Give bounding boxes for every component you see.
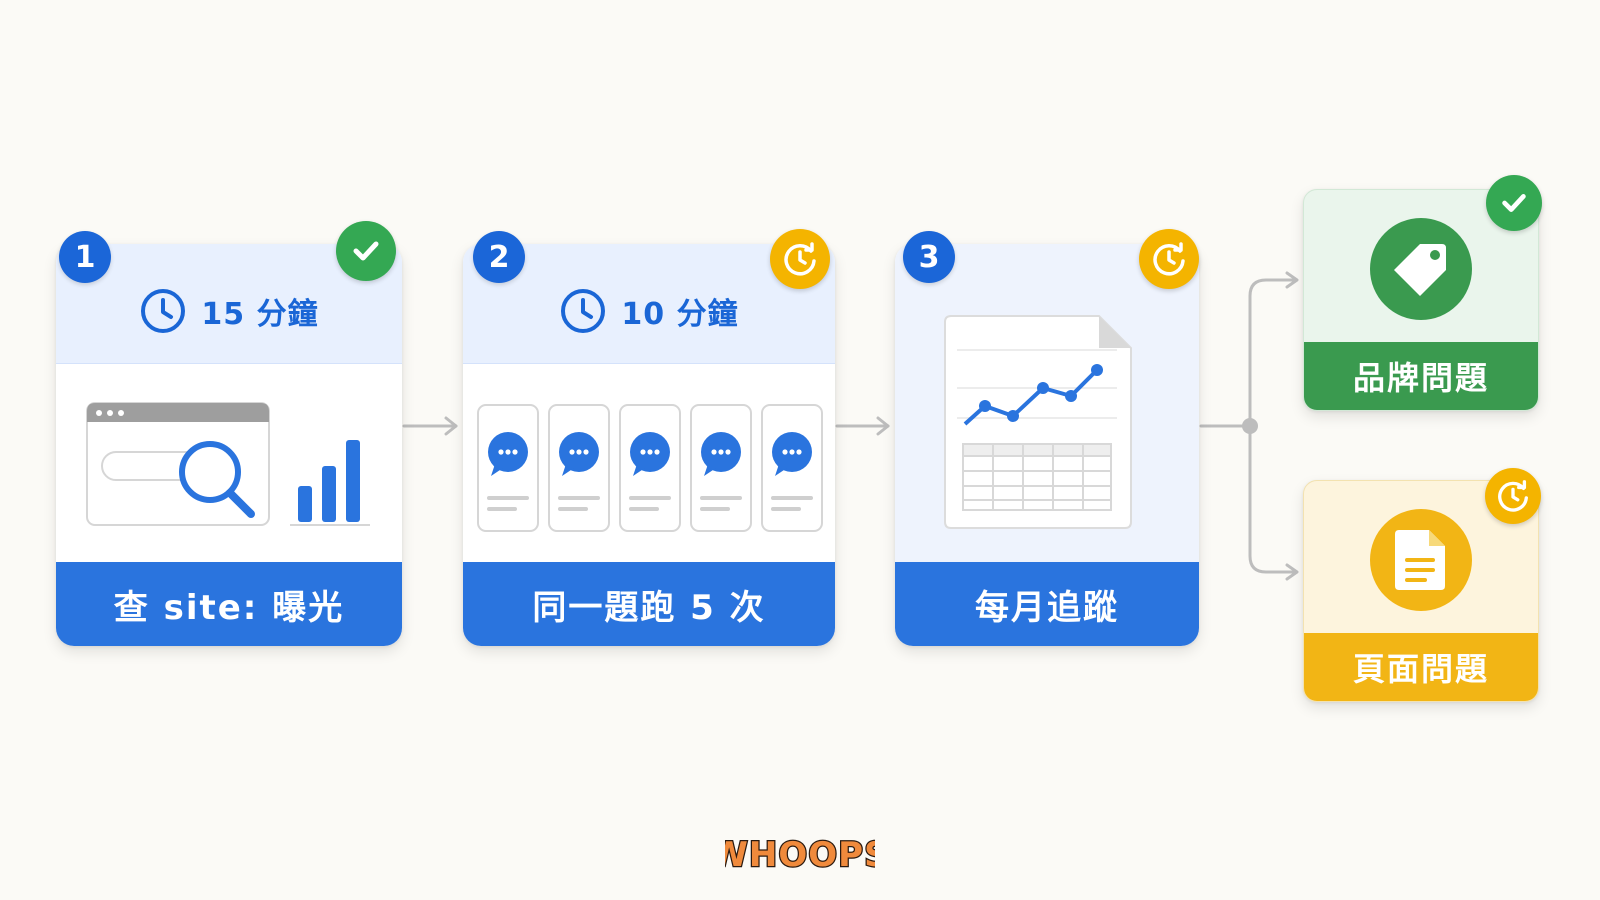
search-browser-illustration bbox=[86, 402, 370, 526]
step-card-2: 10 分鐘 bbox=[463, 244, 835, 646]
chat-run-2 bbox=[548, 404, 610, 532]
step-1-time: 15 分鐘 bbox=[201, 296, 319, 332]
tag-icon bbox=[1370, 218, 1472, 320]
clock-icon bbox=[141, 288, 186, 333]
arrowhead-branch-down bbox=[1285, 563, 1299, 581]
arrowhead-branch-up bbox=[1285, 271, 1299, 289]
step-number-2: 2 bbox=[473, 231, 525, 283]
arrowhead-step1-step2 bbox=[444, 416, 458, 436]
check-icon bbox=[1486, 175, 1542, 231]
chat-run-4 bbox=[690, 404, 752, 532]
logo-text: WHOOPS bbox=[725, 835, 875, 875]
step-number-1: 1 bbox=[59, 231, 111, 283]
chat-run-1 bbox=[477, 404, 539, 532]
clock-refresh-icon bbox=[1139, 229, 1199, 289]
clock-refresh-icon bbox=[770, 229, 830, 289]
check-icon bbox=[336, 221, 396, 281]
outcome-label-page: 頁面問題 bbox=[1304, 633, 1538, 701]
chat-run-5 bbox=[761, 404, 823, 532]
step-card-3: 每月追蹤 bbox=[895, 244, 1199, 646]
step-2-label: 同一題跑 5 次 bbox=[463, 562, 835, 646]
branch-down bbox=[1248, 424, 1298, 574]
whoops-logo: WHOOPS bbox=[725, 834, 875, 877]
report-document-illustration bbox=[944, 315, 1132, 529]
step-3-label: 每月追蹤 bbox=[895, 562, 1199, 646]
chat-run-3 bbox=[619, 404, 681, 532]
arrowhead-step2-step3 bbox=[876, 416, 890, 436]
clock-refresh-icon bbox=[1485, 468, 1541, 524]
step-card-1: 15 分鐘 查 site: 曝光 bbox=[56, 244, 402, 646]
data-table-grid bbox=[962, 443, 1112, 511]
outcome-card-page: 頁面問題 bbox=[1303, 480, 1539, 702]
step-number-3: 3 bbox=[903, 231, 955, 283]
branch-node bbox=[1242, 418, 1258, 434]
document-icon bbox=[1370, 509, 1472, 611]
step-1-label: 查 site: 曝光 bbox=[56, 562, 402, 646]
step-2-time: 10 分鐘 bbox=[621, 296, 739, 332]
outcome-label-brand: 品牌問題 bbox=[1304, 342, 1538, 410]
branch-up bbox=[1248, 278, 1298, 428]
clock-icon bbox=[561, 288, 606, 333]
chat-runs-illustration bbox=[477, 404, 823, 532]
